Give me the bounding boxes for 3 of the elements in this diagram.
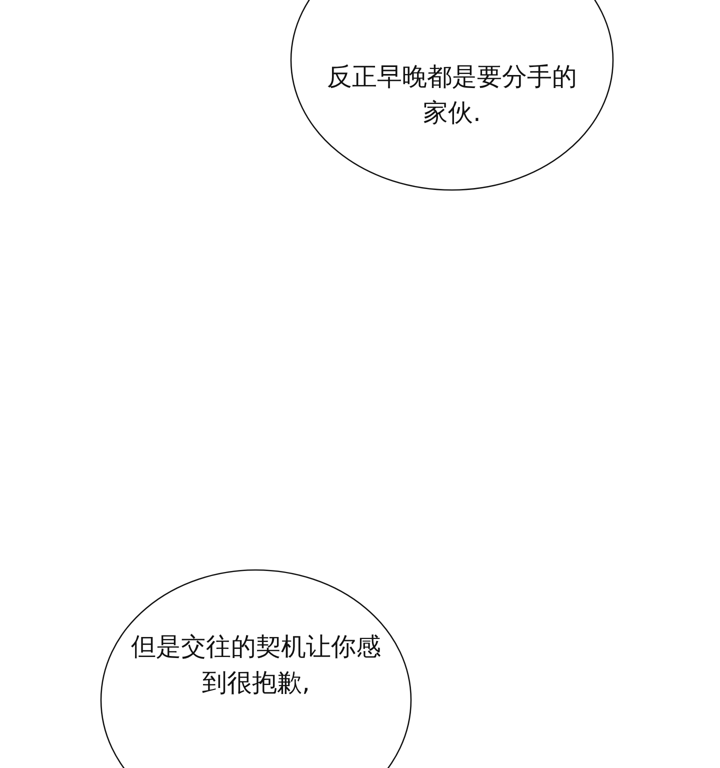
dialogue-text: 但是交往的契机让你感到很抱歉,: [131, 631, 381, 699]
dialogue-text: 反正早晚都是要分手的家伙.: [326, 61, 578, 129]
speech-bubble: [290, 0, 614, 190]
